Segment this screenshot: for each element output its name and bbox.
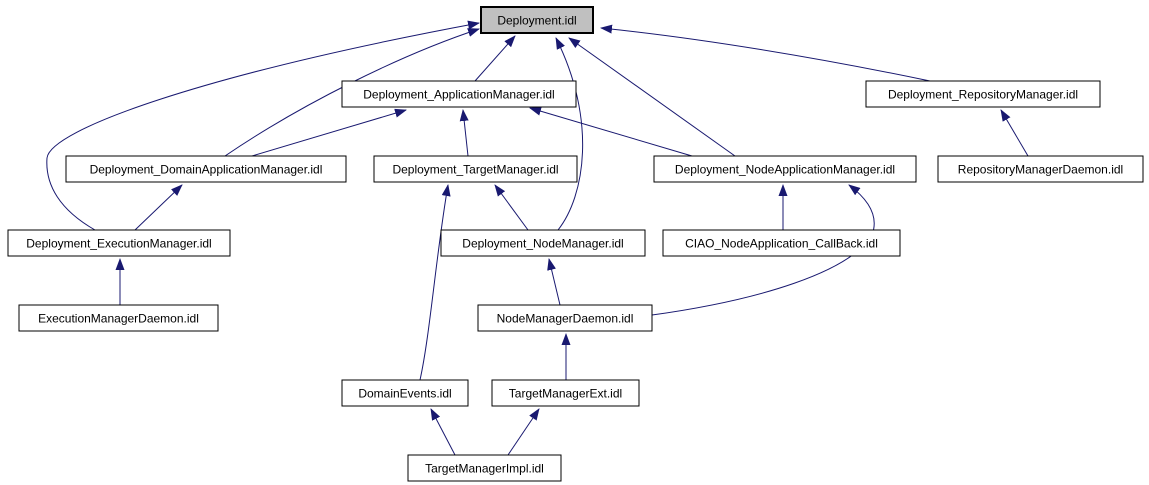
node-box-target_ext[interactable] [491, 379, 640, 407]
node-box-exec_mgr[interactable] [7, 229, 231, 257]
edge-node_mgr-to-target_mgr [494, 184, 529, 231]
node-label-callback: CIAO_NodeApplication_CallBack.idl [685, 237, 878, 251]
node-box-node_mgr[interactable] [440, 229, 646, 257]
node-target_impl[interactable]: TargetManagerImpl.idl [407, 454, 562, 482]
node-label-exec_mgr: Deployment_ExecutionManager.idl [26, 237, 211, 251]
node-label-node_app_mgr: Deployment_NodeApplicationManager.idl [675, 163, 895, 177]
node-box-exec_daemon[interactable] [18, 304, 219, 332]
node-node_mgr[interactable]: Deployment_NodeManager.idl [440, 229, 646, 257]
edge-node_daemon-to-node_mgr [547, 258, 561, 306]
node-box-deployment[interactable] [480, 6, 594, 34]
edge-repo_daemon-to-repo_mgr [1000, 109, 1029, 157]
edge-node_app_mgr-to-app_mgr [529, 106, 693, 157]
node-label-node_mgr: Deployment_NodeManager.idl [462, 237, 623, 251]
node-label-deployment: Deployment.idl [497, 14, 576, 28]
edge-exec_mgr-to-domain_app_mgr [134, 184, 183, 231]
node-exec_mgr[interactable]: Deployment_ExecutionManager.idl [7, 229, 231, 257]
node-label-repo_mgr: Deployment_RepositoryManager.idl [888, 88, 1078, 102]
edge-domain_events-to-target_mgr [419, 184, 451, 381]
node-label-repo_daemon: RepositoryManagerDaemon.idl [958, 163, 1123, 177]
node-box-node_daemon[interactable] [477, 304, 653, 332]
node-callback[interactable]: CIAO_NodeApplication_CallBack.idl [662, 229, 901, 257]
edge-target_impl-to-domain_events [430, 408, 456, 456]
node-box-domain_app_mgr[interactable] [65, 155, 347, 183]
node-label-exec_daemon: ExecutionManagerDaemon.idl [38, 312, 199, 326]
node-label-target_mgr: Deployment_TargetManager.idl [392, 163, 558, 177]
node-box-node_app_mgr[interactable] [653, 155, 917, 183]
node-repo_daemon[interactable]: RepositoryManagerDaemon.idl [937, 155, 1144, 183]
node-exec_daemon[interactable]: ExecutionManagerDaemon.idl [18, 304, 219, 332]
node-box-callback[interactable] [662, 229, 901, 257]
edge-target_mgr-to-app_mgr [459, 109, 469, 157]
node-box-target_mgr[interactable] [373, 155, 578, 183]
node-app_mgr[interactable]: Deployment_ApplicationManager.idl [341, 80, 577, 108]
edge-node_app_mgr-to-deployment [568, 37, 736, 157]
edge-repo_mgr-to-deployment [600, 24, 931, 82]
node-label-domain_events: DomainEvents.idl [358, 387, 451, 401]
edge-exec_mgr-to-deployment [46, 20, 480, 231]
edge-target_impl-to-target_ext [507, 408, 540, 456]
node-label-target_ext: TargetManagerExt.idl [509, 387, 622, 401]
node-deployment[interactable]: Deployment.idl [480, 6, 594, 34]
node-box-domain_events[interactable] [341, 379, 469, 407]
node-node_daemon[interactable]: NodeManagerDaemon.idl [477, 304, 653, 332]
edge-node_mgr-to-deployment [555, 37, 584, 231]
node-domain_app_mgr[interactable]: Deployment_DomainApplicationManager.idl [65, 155, 347, 183]
edge-app_mgr-to-deployment [474, 35, 516, 82]
node-box-target_impl[interactable] [407, 454, 562, 482]
node-box-repo_mgr[interactable] [865, 80, 1101, 108]
node-target_ext[interactable]: TargetManagerExt.idl [491, 379, 640, 407]
node-box-app_mgr[interactable] [341, 80, 577, 108]
node-repo_mgr[interactable]: Deployment_RepositoryManager.idl [865, 80, 1101, 108]
node-domain_events[interactable]: DomainEvents.idl [341, 379, 469, 407]
node-label-app_mgr: Deployment_ApplicationManager.idl [363, 88, 554, 102]
node-label-node_daemon: NodeManagerDaemon.idl [497, 312, 634, 326]
edge-domain_app_mgr-to-app_mgr [251, 108, 407, 157]
node-target_mgr[interactable]: Deployment_TargetManager.idl [373, 155, 578, 183]
node-label-target_impl: TargetManagerImpl.idl [425, 462, 544, 476]
node-label-domain_app_mgr: Deployment_DomainApplicationManager.idl [90, 163, 323, 177]
node-box-repo_daemon[interactable] [937, 155, 1144, 183]
node-node_app_mgr[interactable]: Deployment_NodeApplicationManager.idl [653, 155, 917, 183]
